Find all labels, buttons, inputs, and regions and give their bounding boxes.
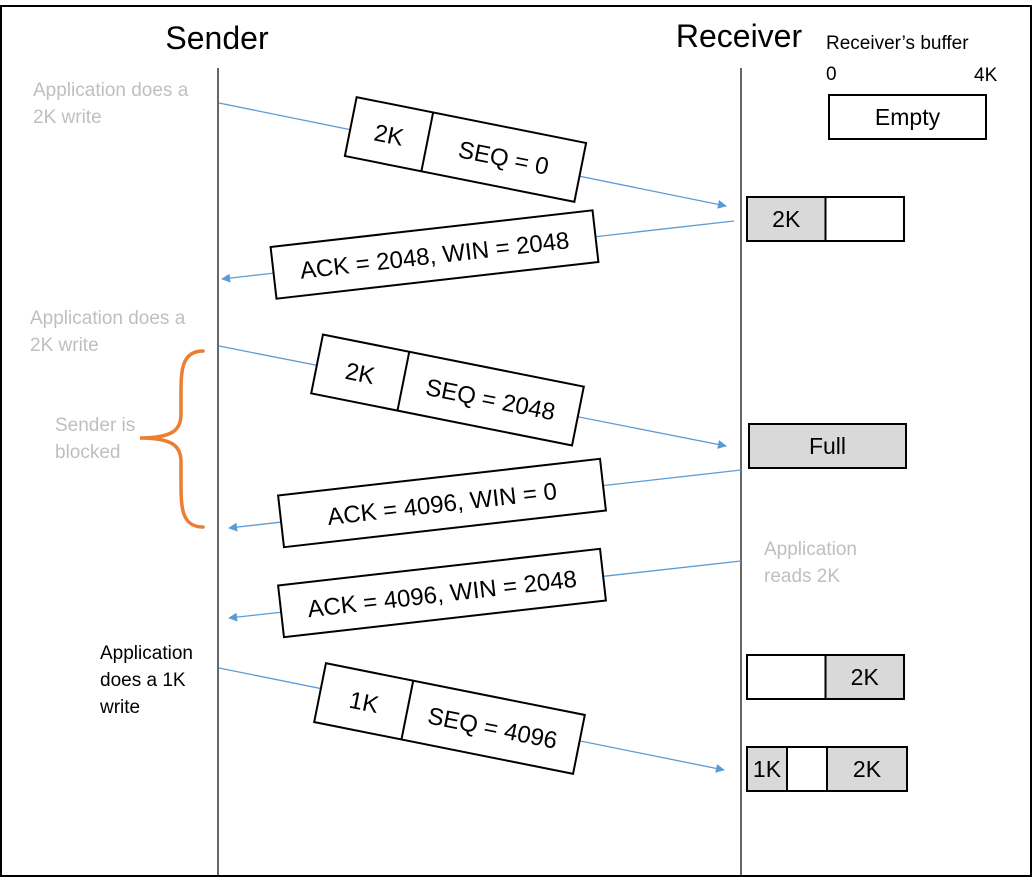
- segment-size: 1K: [347, 687, 381, 719]
- buffer-cell-label: Empty: [875, 104, 941, 130]
- buffer-cell-label: 2K: [772, 206, 801, 232]
- segment-divider: [400, 680, 415, 740]
- data-segment-1: 2K SEQ = 0: [343, 95, 588, 204]
- receiver-heading: Receiver: [676, 18, 803, 54]
- ack-box: [276, 547, 608, 639]
- segment-size: 2K: [343, 358, 377, 390]
- buffer-legend-start: 0: [826, 64, 837, 85]
- buffer-cell-label: 2K: [853, 756, 882, 782]
- ack-segment-1: ACK = 2048, WIN = 2048: [269, 209, 600, 300]
- blocked-brace-icon: [139, 349, 205, 529]
- ack-segment-2: ACK = 4096, WIN = 0: [276, 457, 608, 549]
- receiver-buffer-states: Empty 2K Full 2K 1K 2K: [746, 94, 987, 792]
- receiver-note-line-2: reads 2K: [764, 566, 840, 587]
- segment-size: 2K: [372, 120, 406, 152]
- buffer-cell: [824, 196, 905, 242]
- buffer-cell: [786, 746, 828, 792]
- segment-divider: [420, 112, 435, 172]
- sender-heading: Sender: [165, 20, 269, 56]
- data-segment-box: [310, 333, 585, 447]
- sender-note-3-line-3: write: [99, 697, 140, 718]
- buffer-legend-end: 4K: [974, 65, 998, 86]
- buffer-cell: [826, 746, 908, 792]
- sender-note-2: Application does a 2K write: [30, 308, 191, 356]
- buffer-state-4: 2K: [746, 654, 905, 700]
- sender-note-3: Application does a 1K write: [99, 643, 198, 718]
- buffer-cell: [748, 423, 907, 469]
- segment-divider: [396, 351, 411, 411]
- data-segment-3: 1K SEQ = 4096: [313, 662, 586, 775]
- buffer-state-5: 1K 2K: [746, 746, 908, 792]
- receiver-note: Application reads 2K: [764, 539, 862, 587]
- sender-note-2-line-1: Application does a: [30, 308, 186, 329]
- buffer-legend-title: Receiver’s buffer: [826, 33, 969, 54]
- buffer-cell: [828, 94, 987, 140]
- buffer-cell: [746, 654, 827, 700]
- diagram-frame: [0, 5, 1032, 877]
- sender-note-1-line-2: 2K write: [33, 107, 102, 128]
- sender-note-2-line-2: 2K write: [30, 335, 99, 356]
- ack-box: [276, 457, 608, 549]
- blocked-note-line-2: blocked: [55, 442, 121, 463]
- sender-note-3-line-1: Application: [100, 643, 193, 664]
- sender-note-3-line-2: does a 1K: [100, 670, 186, 691]
- blocked-note-line-1: Sender is: [55, 415, 135, 436]
- data-segment-box: [313, 662, 586, 775]
- buffer-cell: [824, 654, 905, 700]
- buffer-cell-label: Full: [809, 433, 846, 459]
- buffer-cell-label: 1K: [753, 756, 782, 782]
- message-arrows: [218, 102, 742, 773]
- buffer-cell-label: 2K: [851, 664, 880, 690]
- ack-segment-3: ACK = 4096, WIN = 2048: [276, 547, 608, 639]
- ack-box: [269, 209, 600, 300]
- receiver-note-line-1: Application: [764, 539, 857, 560]
- sender-note-1-line-1: Application does a: [33, 80, 189, 101]
- buffer-state-3: Full: [748, 423, 907, 469]
- data-segment-2: 2K SEQ = 2048: [310, 333, 585, 447]
- sender-note-1: Application does a 2K write: [33, 80, 194, 128]
- buffer-state-1: Empty: [828, 94, 987, 140]
- buffer-state-2: 2K: [746, 196, 905, 242]
- data-segment-box: [343, 95, 588, 204]
- blocked-note: Sender is blocked: [55, 415, 141, 463]
